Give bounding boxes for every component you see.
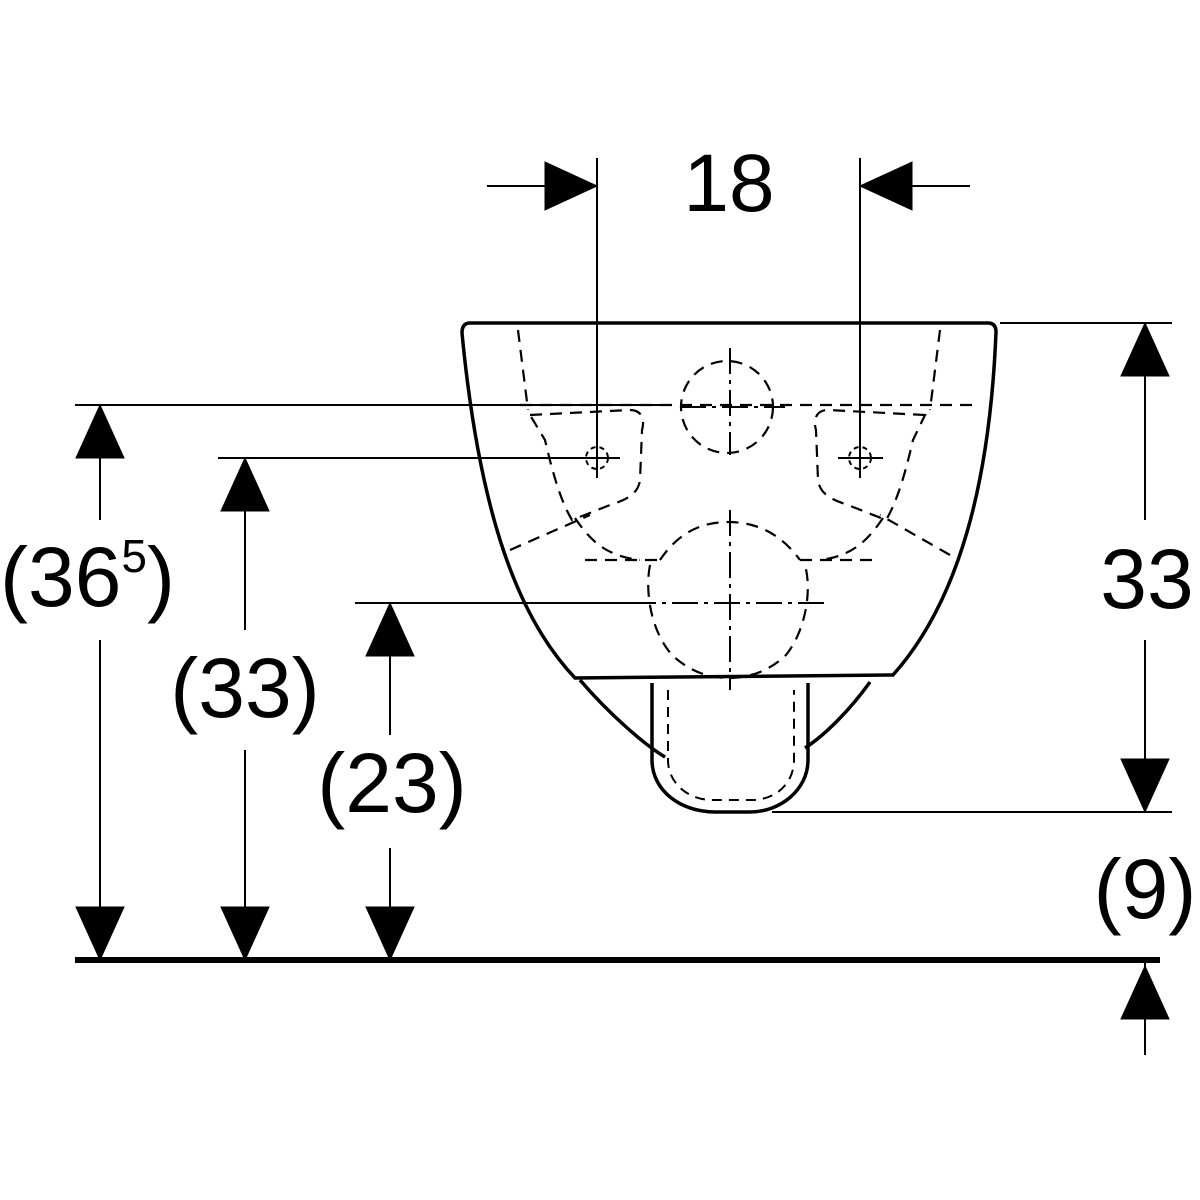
dim-bottom-clearance bbox=[1120, 960, 1170, 1055]
dim-overall-height bbox=[75, 403, 125, 962]
extension-lines bbox=[75, 158, 1172, 813]
fixing-height-label: (33) bbox=[170, 641, 319, 735]
bottom-clearance-label: (9) bbox=[1094, 842, 1197, 936]
hole-spacing-label: 18 bbox=[683, 138, 774, 229]
dim-bowl-height bbox=[1120, 321, 1170, 814]
hidden-contours bbox=[509, 329, 980, 680]
overall-height-sup: 5 bbox=[121, 530, 147, 582]
dim-hole-spacing bbox=[487, 161, 970, 211]
bowl-outline bbox=[460, 321, 998, 680]
dim-fixing-height bbox=[220, 456, 270, 962]
center-lines bbox=[630, 348, 825, 690]
bowl-underside-right bbox=[804, 680, 872, 750]
bowl-height-label: 33 bbox=[1100, 532, 1193, 626]
overall-height-close: ) bbox=[147, 530, 175, 624]
outlet-spigot-hidden bbox=[667, 690, 795, 801]
outlet-height-label: (23) bbox=[317, 736, 466, 830]
overall-height-open: (36 bbox=[0, 530, 121, 624]
bowl-underside bbox=[578, 678, 666, 759]
outlet-spigot bbox=[650, 683, 810, 814]
overall-height-label: (365) bbox=[0, 530, 175, 624]
dim-outlet-height bbox=[365, 601, 415, 962]
